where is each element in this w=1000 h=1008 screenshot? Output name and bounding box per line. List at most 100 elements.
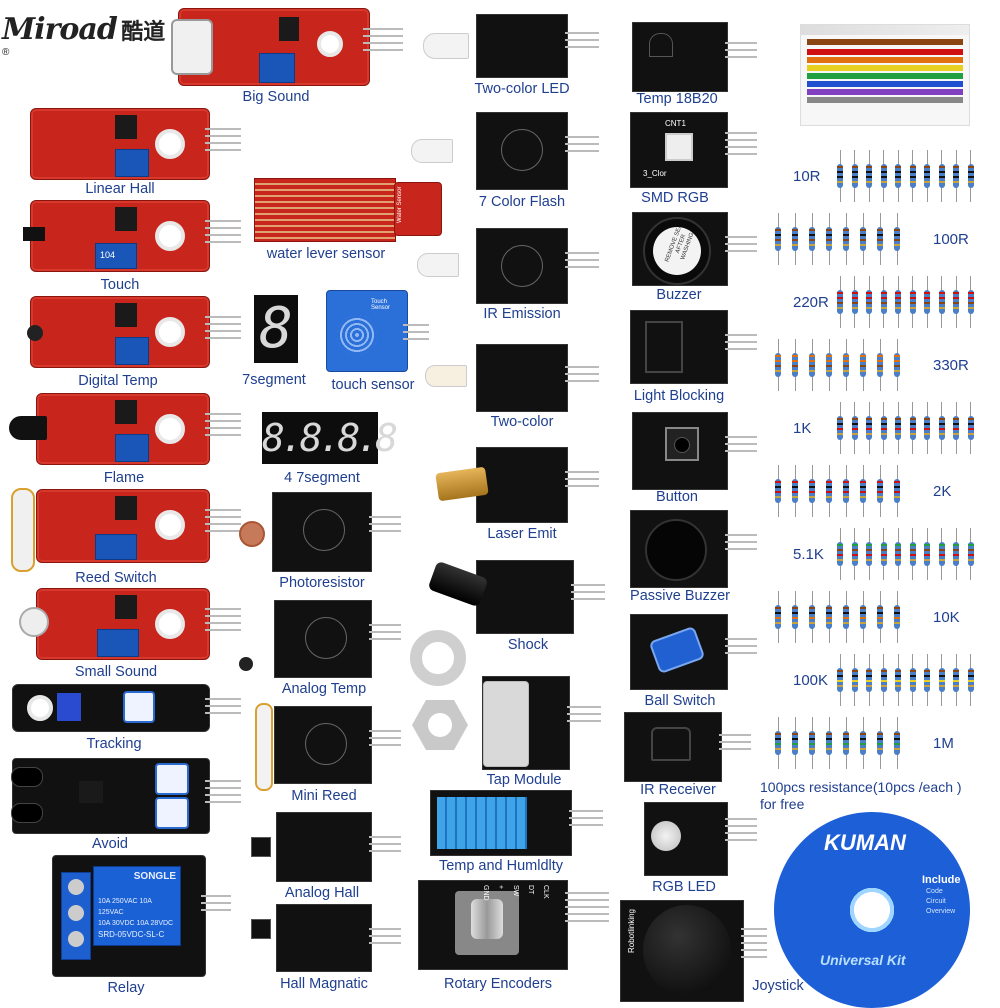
header-pins — [369, 511, 401, 537]
resistor — [953, 402, 959, 454]
laser-head — [435, 466, 489, 502]
cd-item-1: Code — [926, 888, 943, 895]
water-sensor-board: Water Sensor — [254, 178, 442, 242]
rotary-encoders-board: CLK DT SW + GND — [418, 880, 609, 970]
brand-cn: 酷道 — [121, 19, 166, 44]
header-pins — [571, 579, 605, 605]
relay-board: SONGLE 10A 250VAC 10A 125VAC 10A 30VDC 1… — [52, 855, 231, 977]
microphone — [19, 607, 49, 637]
resistor-row: 10K — [775, 591, 990, 643]
flame-board — [9, 393, 241, 465]
seg4-digits: 8.8.8.8 — [262, 416, 398, 460]
ir-emission-board — [417, 228, 599, 304]
chip — [115, 115, 137, 139]
label-tap-module: Tap Module — [486, 772, 562, 788]
header-pins — [725, 431, 757, 457]
label-analog-hall: Analog Hall — [284, 885, 360, 901]
chip — [279, 17, 299, 41]
software-cd: KUMAN Include Code Circuit Overview Univ… — [774, 812, 970, 1008]
header-pins — [363, 23, 403, 56]
photoresistor-board — [239, 492, 401, 572]
trimpot-2 — [155, 797, 189, 829]
analog-temp-board — [239, 600, 401, 678]
resistor — [809, 717, 815, 769]
resistor — [924, 528, 930, 580]
resistor — [895, 276, 901, 328]
resistor-row: 330R — [775, 339, 990, 391]
label-water-lever: water lever sensor — [266, 246, 386, 262]
resistor — [837, 528, 843, 580]
resistor — [775, 213, 781, 265]
header-pins — [205, 408, 241, 441]
resistor — [792, 213, 798, 265]
analog-hall-board — [251, 812, 401, 882]
resistor — [866, 654, 872, 706]
label-light-blocking: Light Blocking — [633, 388, 725, 404]
shock-sensor — [427, 560, 489, 608]
avoid-board — [11, 758, 241, 834]
resistor — [877, 591, 883, 643]
resistor — [877, 465, 883, 517]
relay-cube: SONGLE 10A 250VAC 10A 125VAC 10A 30VDC 1… — [93, 866, 181, 946]
header-pins — [725, 231, 757, 257]
reed-glass — [11, 488, 35, 572]
resistor — [851, 528, 858, 580]
resistor — [826, 465, 832, 517]
cd-title: Universal Kit — [820, 952, 906, 968]
label-laser-emit: Laser Emit — [487, 526, 557, 542]
brand-reg: ® — [2, 47, 10, 58]
resistor — [826, 717, 832, 769]
header-pins — [565, 247, 599, 273]
resistor — [953, 276, 959, 328]
resistor — [953, 528, 959, 580]
mount-hole — [155, 317, 185, 347]
cd-item-3: Overview — [926, 908, 956, 915]
resistor — [843, 717, 849, 769]
mount-hole — [27, 695, 53, 721]
header-pins — [725, 37, 757, 63]
label-ball-switch: Ball Switch — [644, 693, 716, 709]
resistor — [967, 276, 974, 328]
label-touch-sensor: touch sensor — [331, 377, 415, 393]
rgb-led-board — [644, 802, 757, 876]
smd-led — [665, 133, 693, 161]
led — [411, 139, 453, 163]
ir-receiver — [11, 803, 43, 823]
mount-holes — [501, 245, 543, 287]
photo-interrupter — [645, 321, 683, 373]
resistor — [837, 654, 843, 706]
resistor — [909, 402, 916, 454]
header-pins — [569, 805, 603, 831]
chip — [115, 207, 137, 231]
led — [425, 365, 467, 387]
mount-hole — [155, 414, 185, 444]
resistor — [924, 654, 930, 706]
resistor — [880, 402, 887, 454]
cd-include: Include — [922, 874, 961, 886]
resistor — [894, 213, 900, 265]
temp-humidity-board — [430, 790, 603, 856]
label-tracking: Tracking — [86, 736, 142, 752]
resistor — [895, 150, 901, 202]
resistor-value-label: 2K — [933, 483, 952, 500]
microphone — [171, 19, 213, 75]
label-avoid: Avoid — [91, 836, 128, 852]
smd-clor: 3_Clor — [643, 169, 667, 178]
header-pins — [369, 923, 401, 949]
resistor — [860, 717, 866, 769]
header-pins — [725, 127, 757, 160]
resistor — [866, 276, 872, 328]
water-connector: Water Sensor — [394, 182, 442, 236]
resistor — [851, 276, 858, 328]
potentiometer — [95, 534, 137, 560]
resistor — [909, 654, 916, 706]
brand-logo: Miroad 酷道 ® — [2, 12, 172, 58]
label-photoresistor: Photoresistor — [279, 575, 365, 591]
hall-sensor — [251, 919, 271, 939]
label-rgb-led: RGB LED — [652, 879, 716, 895]
resistor — [880, 276, 887, 328]
touch-pad — [337, 315, 377, 355]
resistor — [775, 465, 781, 517]
ir-sensor — [57, 693, 81, 721]
tact-button — [665, 427, 699, 461]
